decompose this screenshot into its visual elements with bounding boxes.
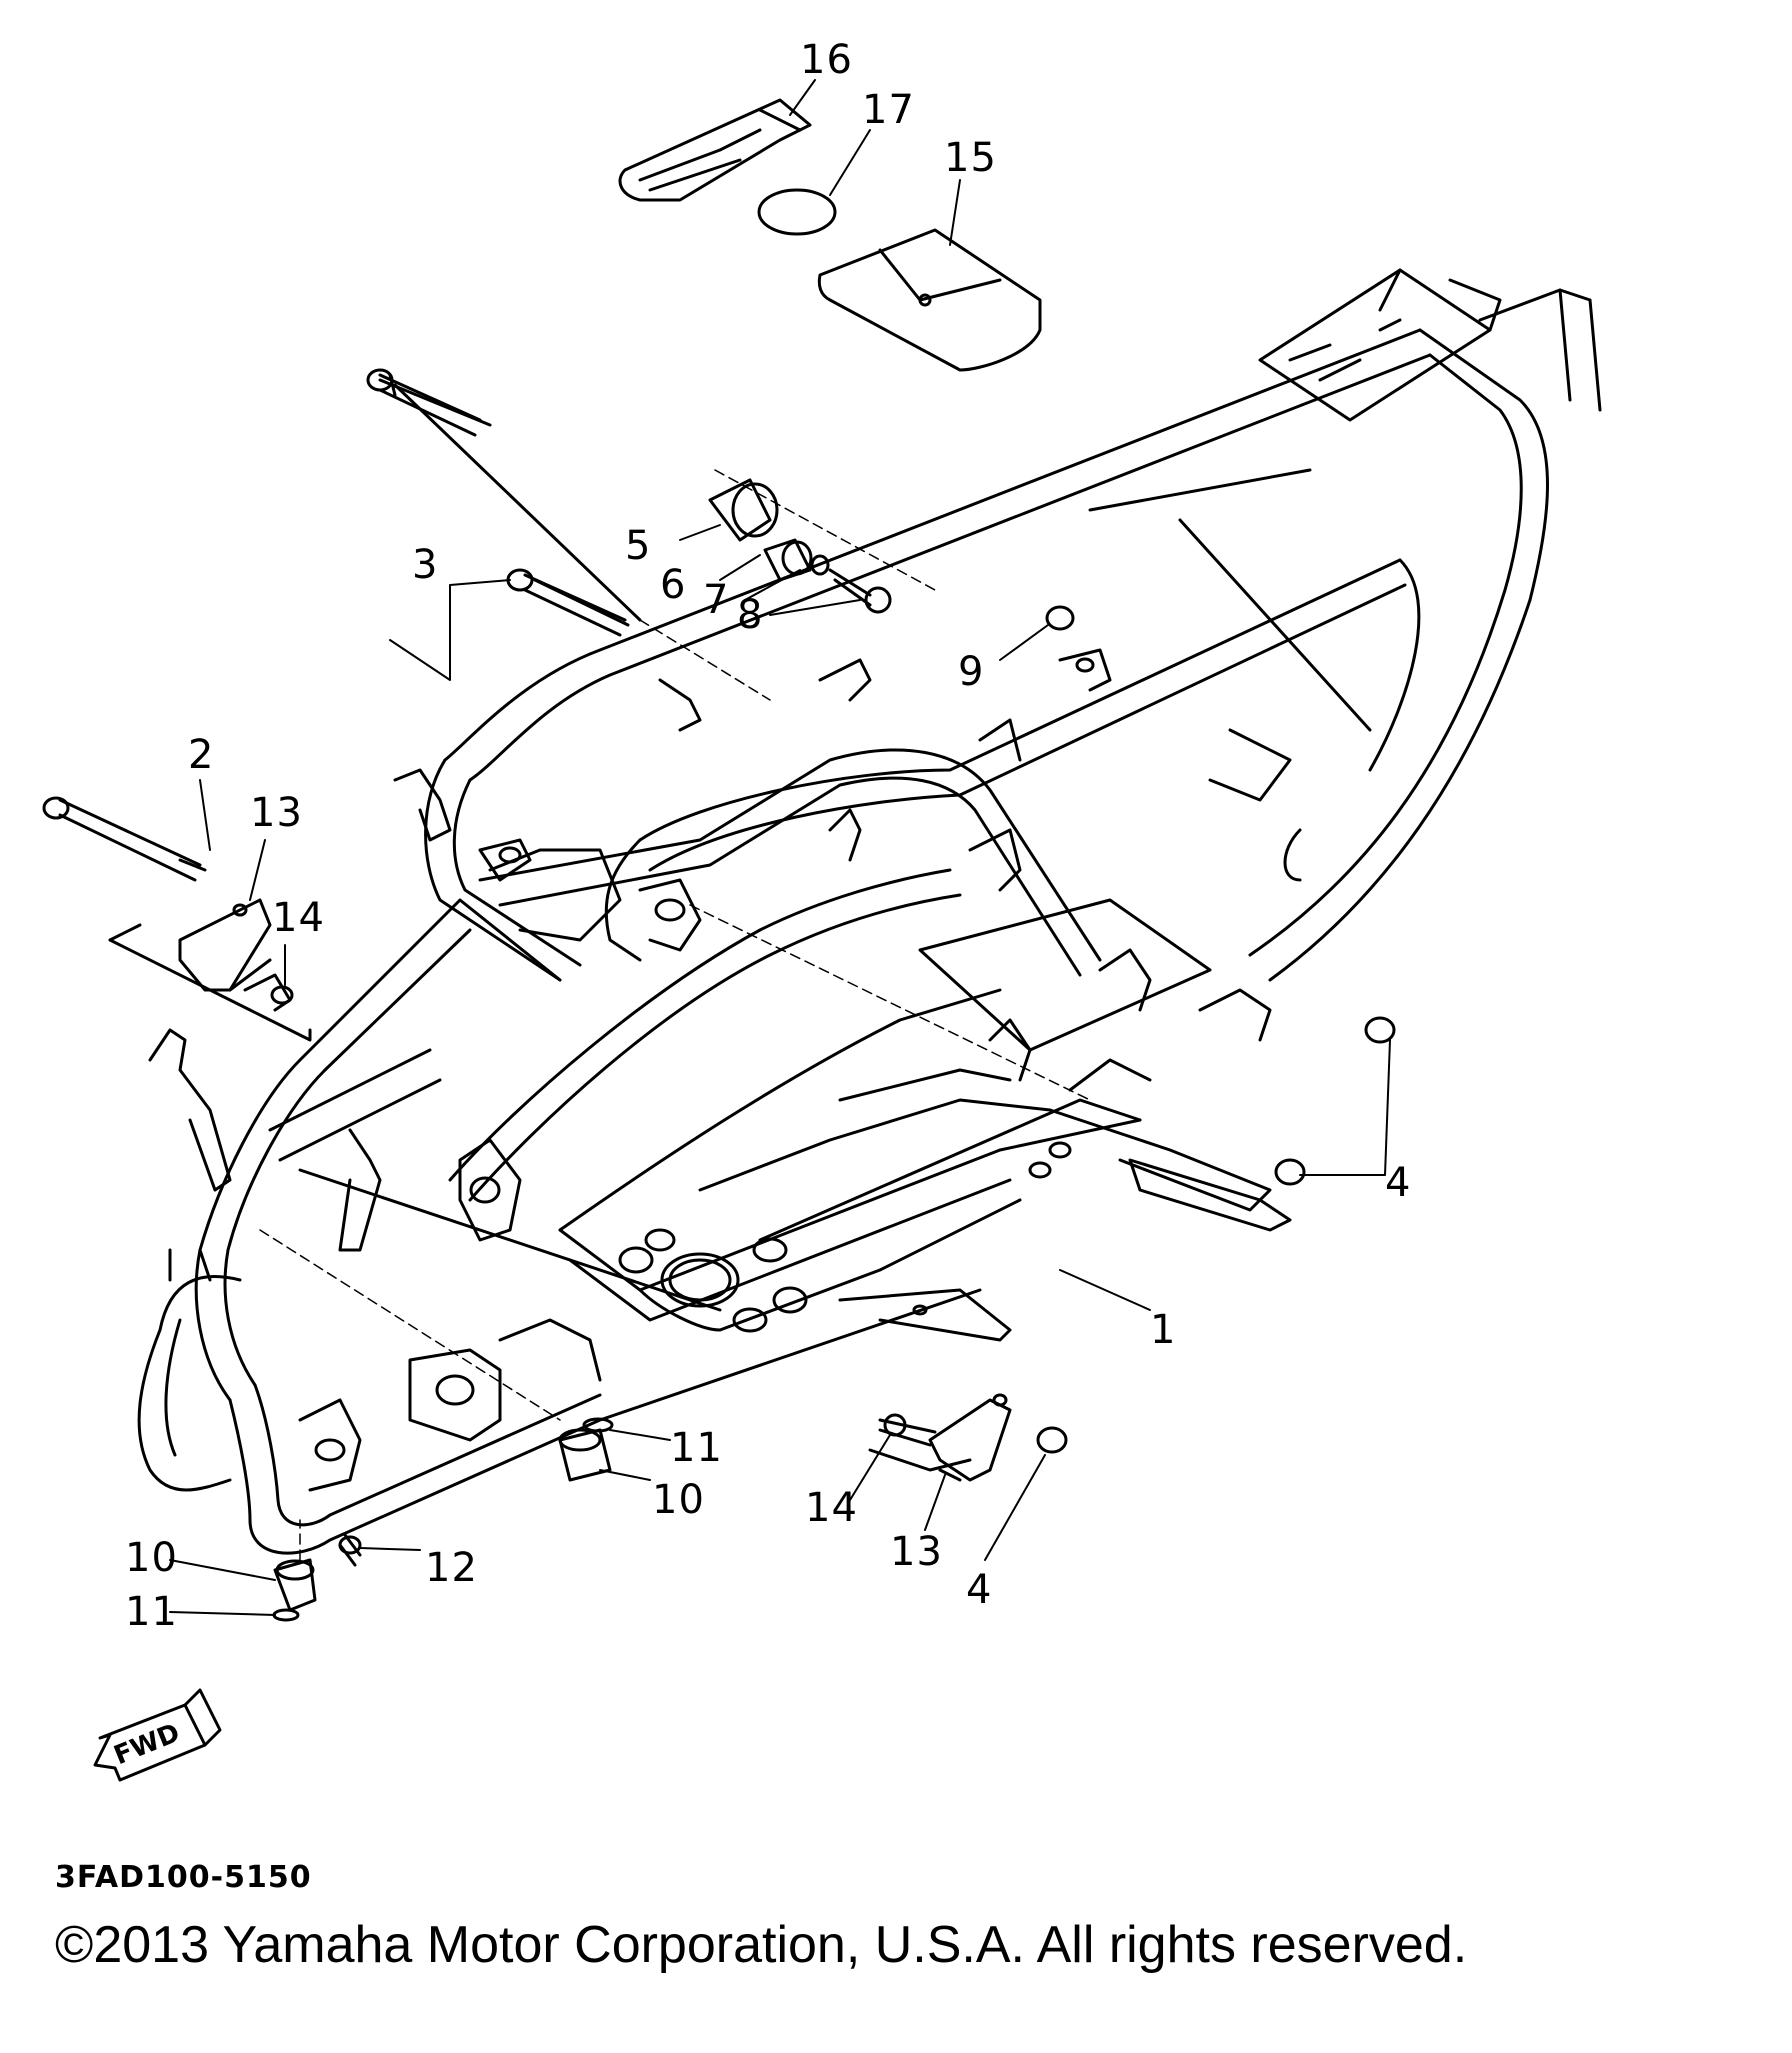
parts-13-14-left (108, 898, 312, 1042)
part-15-pouch (817, 228, 1042, 372)
callout-4b: 4 (966, 1567, 993, 1613)
part-17-ring (757, 188, 837, 236)
leader-lines (169, 79, 1391, 1616)
callout-17: 17 (862, 87, 915, 133)
part-3-bolts (366, 368, 642, 637)
diagram-id: 3FAD100-5150 (55, 1860, 312, 1895)
callout-4a: 4 (1385, 1160, 1412, 1206)
part-16-cushion (618, 98, 812, 202)
callout-7: 7 (703, 577, 730, 623)
parts-10-11-12 (272, 1417, 614, 1622)
centre-lines (259, 469, 1091, 1561)
callout-14b: 14 (805, 1485, 858, 1531)
callout-16: 16 (800, 37, 853, 83)
part-2-bolt (42, 796, 207, 882)
callout-6: 6 (660, 562, 687, 608)
fwd-arrow-icon (93, 1688, 222, 1782)
parts-5-8-bushing-set (708, 478, 892, 614)
callout-1: 1 (1150, 1307, 1177, 1353)
callout-12: 12 (425, 1545, 478, 1591)
callout-14a: 14 (272, 895, 325, 941)
frame-assembly (137, 268, 1602, 1555)
nuts (1036, 605, 1396, 1454)
callout-15: 15 (944, 135, 997, 181)
callout-3: 3 (412, 542, 439, 588)
fwd-label: FWD (110, 1718, 184, 1771)
callout-11b: 11 (125, 1589, 178, 1635)
callout-5: 5 (625, 523, 652, 569)
callout-8: 8 (737, 592, 764, 638)
callout-11a: 11 (670, 1425, 723, 1471)
parts-13-14-right (868, 1393, 1012, 1482)
callout-9: 9 (958, 649, 985, 695)
callout-13a: 13 (250, 790, 303, 836)
callout-10a: 10 (652, 1477, 705, 1523)
callout-10b: 10 (125, 1535, 178, 1581)
copyright-notice: ©2013 Yamaha Motor Corporation, U.S.A. A… (55, 1916, 1468, 1974)
callout-13b: 13 (890, 1529, 943, 1575)
callout-2: 2 (188, 732, 215, 778)
